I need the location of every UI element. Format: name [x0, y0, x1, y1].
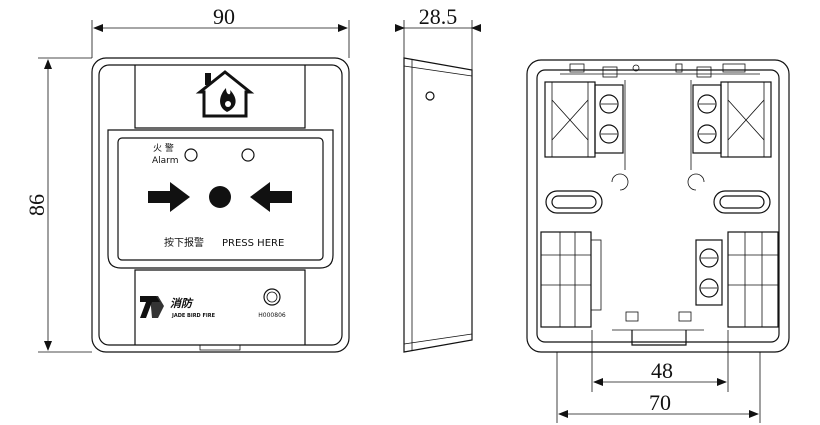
- side-hole: [425, 91, 435, 101]
- back-outer-width-label: 70: [649, 390, 671, 415]
- side-outline: [403, 57, 473, 353]
- front-view: 90 86 火 警 Alarm: [24, 4, 350, 353]
- top-recess: [134, 65, 306, 129]
- bottom-recess: [134, 269, 306, 345]
- right-terminal-block: [692, 81, 772, 158]
- dimension-back-inner: 48: [591, 330, 729, 392]
- press-button-icon[interactable]: [209, 186, 231, 208]
- ccc-mark-icon: [263, 288, 281, 306]
- front-height-label: 86: [24, 194, 49, 216]
- side-view: 28.5: [395, 4, 481, 353]
- dimension-front-height: 86: [24, 57, 92, 353]
- back-view: 48 70: [526, 59, 790, 423]
- left-terminal-block: [544, 81, 624, 158]
- side-depth-label: 28.5: [419, 4, 458, 29]
- led-indicator-icon: [184, 148, 198, 162]
- front-width-label: 90: [213, 4, 235, 29]
- brand-name-cn: 消防: [170, 297, 194, 310]
- cert-code: H000806: [258, 312, 286, 319]
- press-label-en: PRESS HERE: [222, 238, 284, 249]
- back-inner-shell: [536, 69, 780, 343]
- dimension-front-width: 90: [91, 4, 350, 58]
- led-indicator-icon: [241, 148, 255, 162]
- arrow-left-icon: [250, 182, 292, 212]
- dimension-side-depth: 28.5: [395, 4, 481, 70]
- top-tabs: [560, 63, 760, 78]
- back-inner-width-label: 48: [651, 358, 673, 383]
- lower-right-block: [695, 231, 779, 328]
- house-flame-icon: [195, 70, 255, 118]
- dimension-back-outer: 70: [556, 352, 761, 423]
- arrow-right-icon: [148, 182, 190, 212]
- front-inner-shell: [98, 64, 343, 346]
- brand-logo-icon: [140, 296, 164, 318]
- glass-panel: [117, 137, 324, 261]
- front-outer-shell: [91, 57, 350, 353]
- window-outer-frame: [107, 129, 334, 269]
- bottom-tab: [612, 311, 704, 346]
- alarm-label-en: Alarm: [152, 156, 178, 166]
- fire-label-cn: 火 警: [153, 142, 174, 154]
- brand-name-en: JADE BIRD FIRE: [171, 313, 216, 319]
- lower-left-block: [540, 231, 602, 328]
- back-outer-shell: [526, 59, 790, 353]
- press-label-cn: 按下报警: [164, 236, 204, 249]
- mounting-slots: [545, 190, 771, 214]
